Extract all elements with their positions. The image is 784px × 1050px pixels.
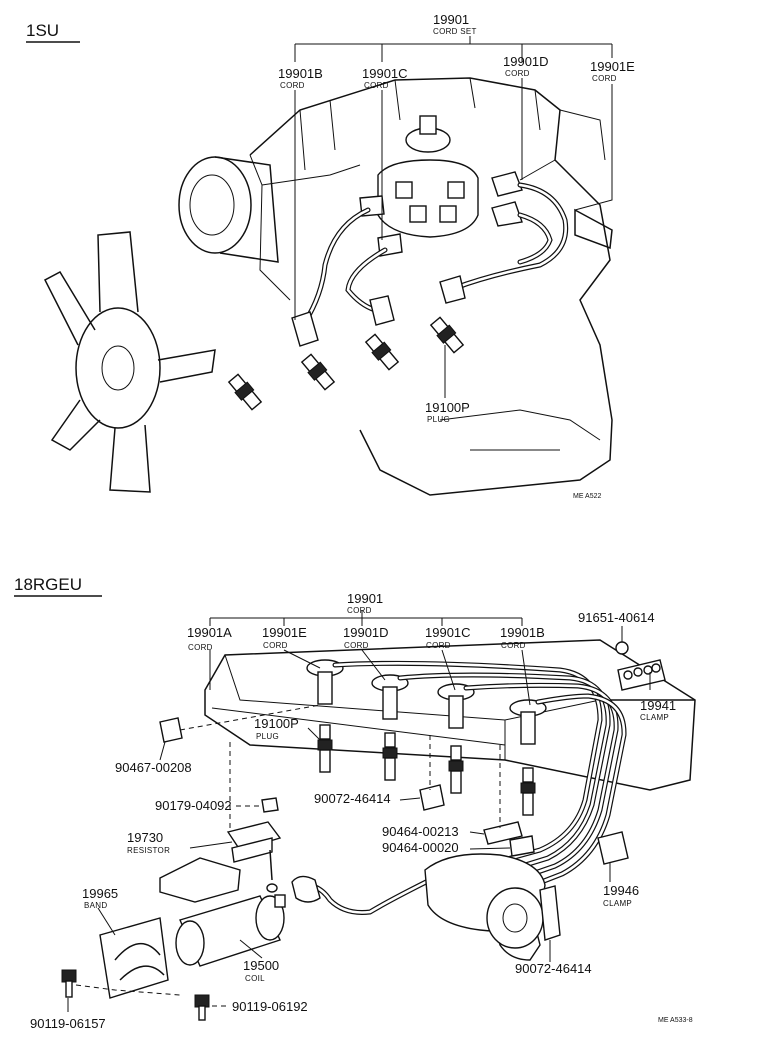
bottom-cord-e-name: CORD — [263, 641, 288, 650]
nut-90179-number: 90179-04092 — [155, 798, 232, 813]
bottom-plug-number: 19100P — [254, 716, 299, 731]
coil-name: COIL — [245, 974, 265, 983]
bolt-90119-06192 — [194, 994, 210, 1021]
bottom-cord-set-number: 19901 — [347, 591, 383, 606]
clamp-19941-name: CLAMP — [640, 713, 669, 722]
top-plug-number: 19100P — [425, 400, 470, 415]
coil-number: 19500 — [243, 958, 279, 973]
top-cord-c-name: CORD — [364, 81, 389, 90]
clamp-90072-a-number: 90072-46414 — [314, 791, 391, 806]
top-cord-d-number: 19901D — [503, 54, 549, 69]
ignition-cords-1su — [291, 182, 569, 347]
bottom-cord-e-number: 19901E — [262, 625, 307, 640]
bolt-90119-06157 — [61, 969, 77, 998]
separator-2-number: 90464-00020 — [382, 840, 459, 855]
clip-90467 — [159, 717, 183, 743]
bottom-engine-label: 18RGEU — [14, 575, 82, 594]
top-section: 1SU — [26, 12, 635, 500]
bolt-90119-b-number: 90119-06157 — [30, 1016, 106, 1031]
band-name: BAND — [84, 901, 107, 910]
clamp-19946 — [597, 831, 629, 865]
bottom-cord-set-name: CORD — [347, 606, 372, 615]
top-cord-b-name: CORD — [280, 81, 305, 90]
bottom-cord-d-name: CORD — [344, 641, 369, 650]
top-cord-e-name: CORD — [592, 74, 617, 83]
top-cord-set-number: 19901 — [433, 12, 469, 27]
band-number: 19965 — [82, 886, 118, 901]
clamp-19946-number: 19946 — [603, 883, 639, 898]
resistor-number: 19730 — [127, 830, 163, 845]
bottom-cord-a-number: 19901A — [187, 625, 232, 640]
bottom-cord-c-name: CORD — [426, 641, 451, 650]
top-cord-d-name: CORD — [505, 69, 530, 78]
clamp-top-number: 91651-40614 — [578, 610, 655, 625]
top-cord-e-number: 19901E — [590, 59, 635, 74]
crank-pulley — [178, 156, 279, 263]
nut-90179 — [261, 797, 279, 813]
bottom-figure-code: ME A533-8 — [658, 1017, 693, 1024]
bottom-leader-lines — [67, 610, 651, 1012]
bolt-90119-a-number: 90119-06192 — [232, 999, 308, 1014]
clamp-90072-a — [419, 784, 445, 811]
separator-1-number: 90464-00213 — [382, 824, 459, 839]
small-hardware — [159, 717, 629, 941]
cam-cover-18rgeu — [204, 639, 696, 791]
bottom-section: 18RGEU — [14, 575, 696, 1031]
resistor-19730 — [226, 821, 282, 893]
clip-90467-number: 90467-00208 — [115, 760, 192, 775]
top-plug-name: PLUG — [427, 415, 450, 424]
distributor-18rgeu — [424, 853, 546, 961]
bottom-cord-b-name: CORD — [501, 641, 526, 650]
separator-90464-00213 — [483, 821, 523, 845]
clamp-19941-number: 19941 — [640, 698, 676, 713]
coil-19500 — [175, 894, 286, 967]
resistor-name: RESISTOR — [127, 846, 170, 855]
top-engine-label: 1SU — [26, 21, 59, 40]
bottom-cord-c-number: 19901C — [425, 625, 471, 640]
bottom-cord-a-name: CORD — [188, 643, 213, 652]
separator-90464-00020 — [509, 835, 535, 857]
top-cord-set-name: CORD SET — [433, 27, 477, 36]
bottom-cord-b-number: 19901B — [500, 625, 545, 640]
spark-plugs-1su — [227, 316, 465, 411]
gasket-pad — [159, 857, 241, 903]
clamp-90072-b — [539, 885, 561, 941]
bottom-cord-d-number: 19901D — [343, 625, 389, 640]
ignition-cords-18rgeu — [291, 660, 627, 915]
top-cord-c-number: 19901C — [362, 66, 408, 81]
bolts — [61, 969, 210, 1021]
top-leader-lines — [294, 36, 613, 398]
top-figure-code: ME A522 — [573, 493, 602, 500]
bottom-plug-name: PLUG — [256, 732, 279, 741]
distributor-1su — [359, 115, 523, 257]
band-19965 — [99, 917, 169, 999]
top-cord-b-number: 19901B — [278, 66, 323, 81]
plug-boots-18rgeu — [306, 659, 547, 816]
engine-block-1su — [249, 77, 613, 496]
clamp-19946-name: CLAMP — [603, 899, 632, 908]
clamp-90072-b-number: 90072-46414 — [515, 961, 592, 976]
cooling-fan — [43, 231, 216, 493]
cord-clamp-19941 — [615, 641, 666, 691]
